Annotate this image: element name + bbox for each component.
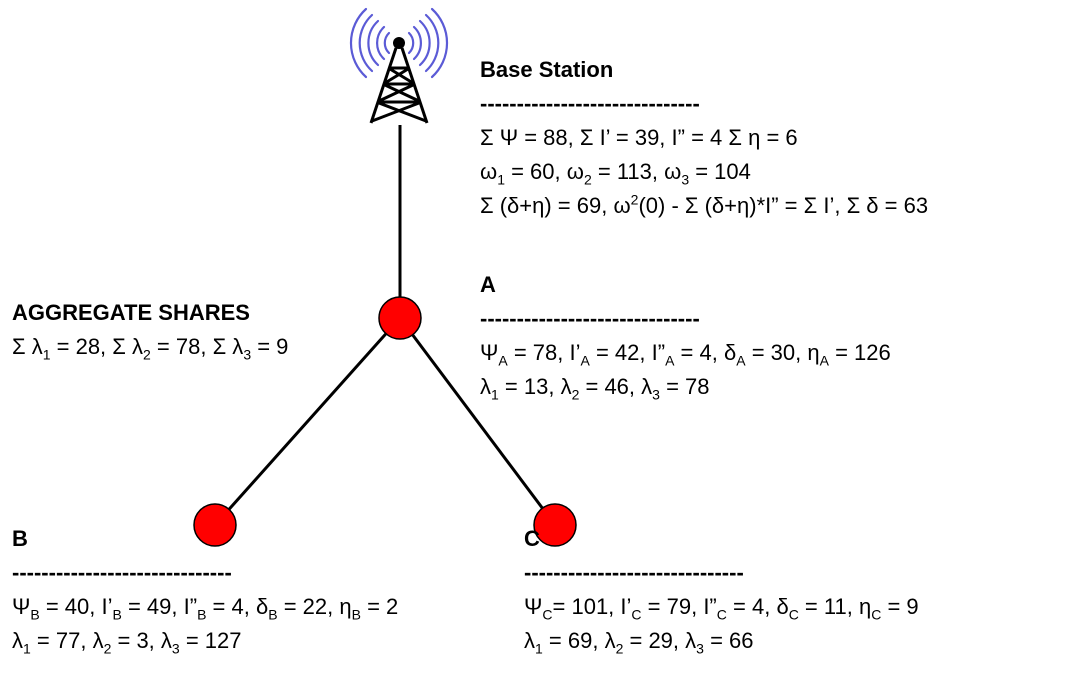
link-a-to-c — [398, 317, 557, 526]
node-b-line-2: λ1 = 77, λ2 = 3, λ3 = 127 — [12, 628, 242, 657]
aggregate-shares-values: Σ λ1 = 28, Σ λ2 = 78, Σ λ3 = 9 — [12, 334, 289, 363]
node-c-divider: ------------------------------ — [524, 560, 744, 585]
aggregate-shares-info: AGGREGATE SHARES Σ λ1 = 28, Σ λ2 = 78, Σ… — [12, 296, 288, 364]
node-c-title: C — [524, 526, 540, 551]
node-a-divider: ------------------------------ — [480, 306, 700, 331]
node-b — [193, 503, 237, 547]
node-c-line-1: ΨC= 101, I’C = 79, I”C = 4, δC = 11, ηC … — [524, 594, 919, 623]
node-b-title: B — [12, 526, 28, 551]
node-a-title: A — [480, 272, 496, 297]
base-station-line-3: Σ (δ+η) = 69, ω2(0) - Σ (δ+η)*I” = Σ I’,… — [480, 191, 929, 218]
node-b-divider: ------------------------------ — [12, 560, 232, 585]
node-a-line-2: λ1 = 13, λ2 = 46, λ3 = 78 — [480, 374, 710, 403]
node-c-line-2: λ1 = 69, λ2 = 29, λ3 = 66 — [524, 628, 754, 657]
node-c-info: C ------------------------------ ΨC= 101… — [524, 522, 919, 658]
base-station-divider: ------------------------------ — [480, 91, 700, 116]
node-c — [533, 503, 577, 547]
node-b-info: B ------------------------------ ΨB = 40… — [12, 522, 398, 658]
node-b-line-1: ΨB = 40, I’B = 49, I”B = 4, δB = 22, ηB … — [12, 594, 399, 623]
node-a-line-1: ΨA = 78, I’A = 42, I”A = 4, δA = 30, ηA … — [480, 340, 891, 369]
link-a-to-b — [213, 317, 402, 526]
base-station-title: Base Station — [480, 57, 614, 82]
base-station-line-1: Σ Ψ = 88, Σ I’ = 39, I” = 4 Σ η = 6 — [480, 125, 798, 150]
base-station-info: Base Station ---------------------------… — [480, 53, 928, 223]
antenna-tower-icon — [349, 7, 449, 124]
node-a-info: A ------------------------------ ΨA = 78… — [480, 268, 891, 404]
base-station-line-2: ω1 = 60, ω2 = 113, ω3 = 104 — [480, 159, 751, 188]
node-a — [378, 296, 422, 340]
aggregate-shares-title: AGGREGATE SHARES — [12, 300, 250, 325]
